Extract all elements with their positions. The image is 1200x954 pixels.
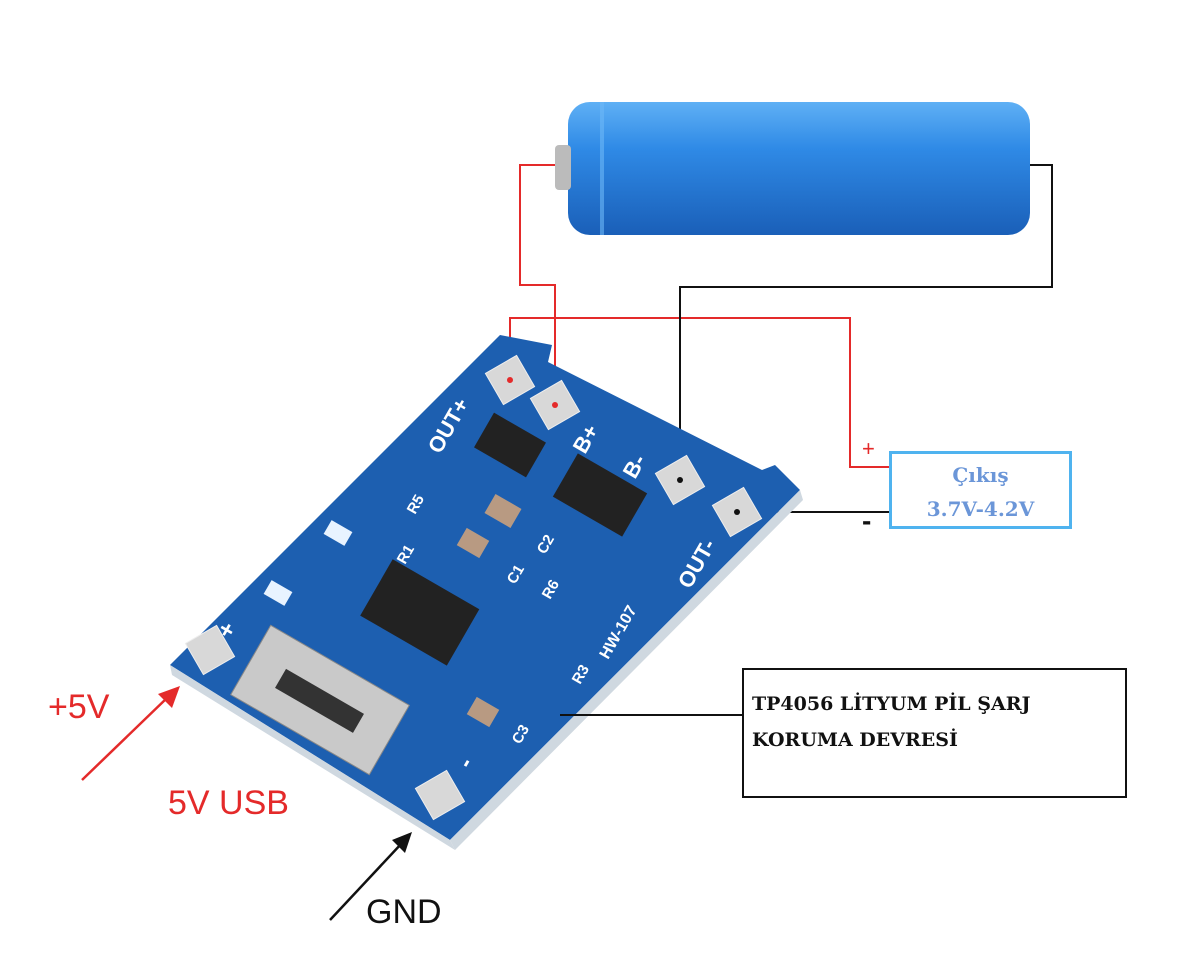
info-line-1: TP4056 LİTYUM PİL ŞARJ [752, 693, 1031, 715]
pad-in-plus [184, 624, 236, 676]
capacitor-c1 [456, 527, 490, 559]
output-minus-sign: - [862, 505, 872, 536]
gnd-label: GND [366, 893, 442, 931]
tp4056-chip [360, 559, 480, 666]
output-voltage: 3.7V-4.2V [926, 497, 1035, 521]
arrow-gnd [329, 832, 412, 921]
capacitor-c2 [484, 493, 522, 529]
protection-chip [474, 412, 546, 478]
battery-positive-terminal [555, 145, 571, 190]
info-line-2: KORUMA DEVRESİ [752, 729, 958, 751]
pad-in-minus [414, 769, 466, 821]
plus-5v-label: +5V [48, 688, 110, 726]
battery [555, 102, 1030, 235]
info-box: TP4056 LİTYUM PİL ŞARJ KORUMA DEVRESİ [742, 668, 1127, 798]
mosfet-chip [552, 453, 648, 537]
output-plus-sign: + [862, 436, 875, 461]
output-box: Çıkış 3.7V-4.2V [889, 451, 1072, 529]
output-title: Çıkış [952, 463, 1009, 487]
tp4056-board: OUT+ B+ B- OUT- HW-107 R5 R1 R3 R6 C1 C2… [170, 335, 803, 850]
wire-battery-positive [519, 164, 556, 405]
capacitor-c3 [466, 696, 500, 728]
arrow-5v [81, 686, 180, 781]
wire-battery-negative [679, 164, 1053, 480]
led-2 [263, 580, 293, 606]
led-1 [323, 520, 353, 546]
usb-label: 5V USB [168, 784, 289, 822]
